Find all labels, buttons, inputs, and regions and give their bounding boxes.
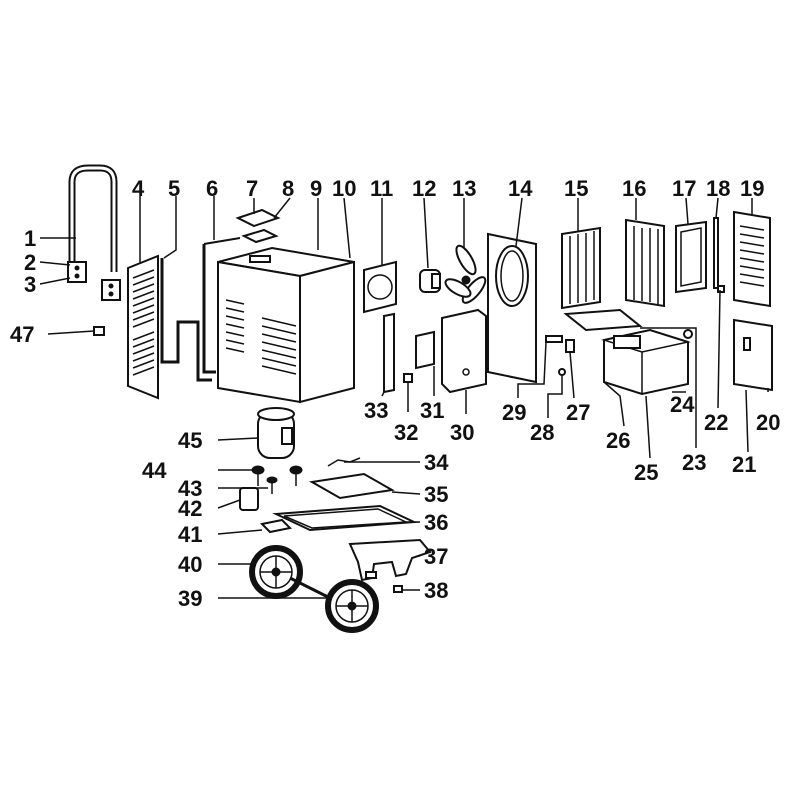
label-21: 21 [732, 452, 756, 477]
label-30: 30 [450, 420, 474, 445]
label-14: 14 [508, 176, 533, 201]
label-4: 4 [132, 176, 145, 201]
part-foot [365, 571, 403, 593]
label-9: 9 [310, 176, 322, 201]
part-front-plate [487, 232, 537, 384]
part-small-clip [717, 285, 725, 293]
label-35: 35 [424, 482, 448, 507]
label-36: 36 [424, 510, 448, 535]
label-38: 38 [424, 578, 448, 603]
label-28: 28 [530, 420, 554, 445]
label-44: 44 [142, 458, 167, 483]
part-refrigerant-piping [160, 237, 241, 382]
label-11: 11 [370, 176, 393, 201]
part-axle-bracket [348, 538, 432, 582]
label-45: 45 [178, 428, 202, 453]
label-12: 12 [412, 176, 436, 201]
part-water-tank [601, 328, 693, 396]
label-2: 2 [24, 250, 36, 275]
part-handle-brackets [67, 261, 121, 301]
part-rod [713, 217, 719, 289]
part-main-housing [217, 246, 355, 404]
label-3: 3 [24, 272, 36, 297]
part-compressor [257, 407, 295, 459]
part-small-plate [259, 518, 293, 534]
label-33: 33 [364, 398, 388, 423]
leader-lines [39, 196, 769, 599]
label-16: 16 [622, 176, 646, 201]
part-drain-pan [563, 308, 643, 332]
part-base-tray [272, 504, 418, 532]
label-24: 24 [670, 392, 695, 417]
part-access-door [733, 318, 773, 392]
part-filter [675, 220, 707, 294]
part-electrical-box [441, 308, 487, 394]
part-evaporator-coil [561, 226, 601, 310]
label-39: 39 [178, 586, 202, 611]
label-37: 37 [424, 544, 448, 569]
part-wheel-left [249, 545, 303, 599]
label-32: 32 [394, 420, 418, 445]
label-40: 40 [178, 552, 202, 577]
label-29: 29 [502, 400, 526, 425]
part-grommets [251, 465, 303, 494]
label-22: 22 [704, 410, 728, 435]
label-31: 31 [420, 398, 444, 423]
label-43: 43 [178, 476, 202, 501]
label-26: 26 [606, 428, 630, 453]
part-fan-motor [419, 269, 441, 293]
part-fan-blade [444, 244, 487, 304]
label-34: 34 [424, 450, 449, 475]
callout-numbers: 1 2 3 47 4 5 6 7 8 9 10 11 12 13 14 15 1… [10, 176, 780, 611]
label-5: 5 [168, 176, 180, 201]
part-base-plate [309, 472, 395, 500]
part-top-cover-plates [235, 208, 281, 244]
label-17: 17 [672, 176, 696, 201]
label-15: 15 [564, 176, 588, 201]
label-10: 10 [332, 176, 356, 201]
part-wire [327, 457, 361, 467]
label-23: 23 [682, 450, 706, 475]
part-rear-grille [733, 210, 771, 308]
label-42: 42 [178, 496, 202, 521]
label-20: 20 [756, 410, 780, 435]
part-bracket-plate [383, 312, 395, 394]
label-7: 7 [246, 176, 258, 201]
label-1: 1 [24, 226, 36, 251]
part-clip [93, 326, 105, 336]
part-float-switch [545, 335, 575, 376]
part-wheel-right [325, 579, 379, 633]
label-8: 8 [282, 176, 294, 201]
label-47: 47 [10, 322, 34, 347]
label-18: 18 [706, 176, 730, 201]
part-fan-shroud [363, 260, 397, 314]
part-condenser-coil [625, 218, 665, 308]
label-41: 41 [178, 522, 202, 547]
label-6: 6 [206, 176, 218, 201]
label-19: 19 [740, 176, 764, 201]
label-13: 13 [452, 176, 476, 201]
label-27: 27 [566, 400, 590, 425]
part-handle [68, 164, 118, 272]
label-25: 25 [634, 460, 658, 485]
part-capacitor [239, 487, 259, 511]
part-side-grille-panel [127, 254, 159, 400]
part-relay [403, 373, 413, 383]
part-control-board [415, 330, 435, 370]
